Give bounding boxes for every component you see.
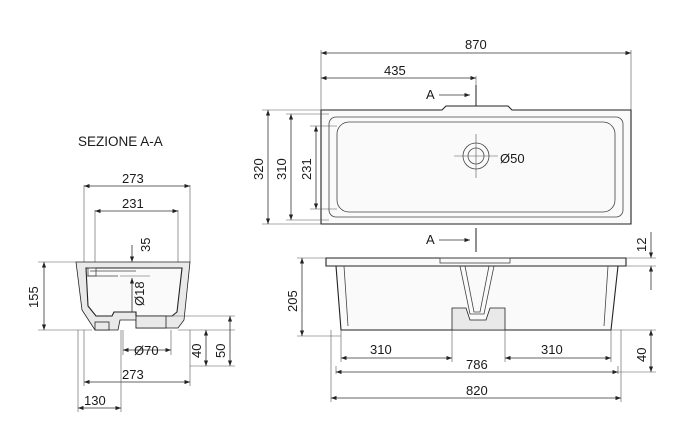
dim-50-section-label: 50 bbox=[213, 344, 228, 358]
drain-outlet bbox=[135, 315, 167, 329]
section-title: SEZIONE A-A bbox=[78, 134, 163, 149]
dim-half-length-label: 435 bbox=[384, 63, 406, 78]
overflow-hole bbox=[87, 267, 97, 277]
plan-rim bbox=[328, 116, 624, 218]
dim-elevation-height-label: 205 bbox=[285, 290, 300, 312]
plan-basin bbox=[336, 121, 616, 213]
dim-depth-inner-label: 231 bbox=[299, 158, 314, 180]
dim-40-elevation-label: 40 bbox=[634, 348, 649, 362]
dim-right-segment-label: 310 bbox=[541, 342, 563, 357]
elevation-drain-left bbox=[459, 265, 495, 315]
dim-depth-mid-label: 310 bbox=[274, 158, 289, 180]
dim-depth-outer-label: 320 bbox=[251, 158, 266, 180]
elevation-view: 12 205 310 310 786 40 820 bbox=[285, 232, 656, 402]
dim-depth-35: 35 bbox=[138, 238, 153, 252]
section-view: SEZIONE A-A 273 231 35 Ø18 155 bbox=[26, 134, 235, 412]
dim-inner-length-label: 786 bbox=[466, 357, 488, 372]
section-marker-top: A bbox=[426, 87, 435, 102]
dim-height-label: 155 bbox=[26, 286, 41, 308]
dim-overall-length-label: 870 bbox=[465, 37, 487, 52]
dim-left-segment-label: 310 bbox=[370, 342, 392, 357]
dim-hole-diameter: Ø18 bbox=[132, 281, 147, 306]
dim-offset-label: 130 bbox=[84, 393, 106, 408]
dim-width-top-label: 273 bbox=[122, 171, 144, 186]
plan-view: 870 435 A Ø50 A 320 310 231 bbox=[251, 37, 632, 252]
dim-width-bottom-label: 273 bbox=[122, 367, 144, 382]
dim-40-section-label: 40 bbox=[189, 344, 204, 358]
section-basin bbox=[85, 267, 183, 317]
dim-rim-label: 12 bbox=[634, 238, 649, 252]
elevation-drain-outlet bbox=[451, 307, 506, 331]
dim-drain-label: Ø70 bbox=[134, 343, 159, 358]
plan-drain-label: Ø50 bbox=[500, 151, 525, 166]
dim-width-inner-label: 231 bbox=[122, 196, 144, 211]
section-marker-bottom: A bbox=[426, 232, 435, 247]
dim-base-length-label: 820 bbox=[466, 383, 488, 398]
section-foot bbox=[94, 321, 110, 331]
elevation-rim bbox=[325, 257, 627, 267]
